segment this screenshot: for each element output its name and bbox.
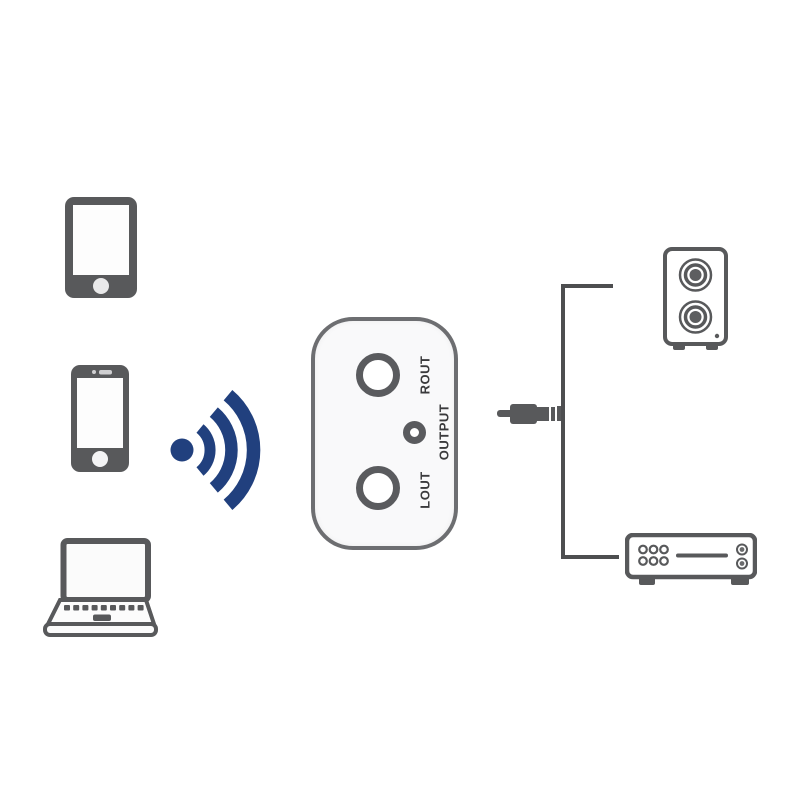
rout-label: ROUT bbox=[417, 355, 433, 395]
plug-barrel bbox=[510, 404, 537, 424]
plug-tip bbox=[497, 410, 512, 417]
tablet-icon bbox=[65, 197, 137, 298]
smartphone-icon bbox=[71, 365, 129, 472]
wireless-signal-icon bbox=[168, 382, 272, 522]
output-label: OUTPUT bbox=[436, 403, 452, 461]
output-jack bbox=[403, 421, 426, 444]
plug-cable-band bbox=[551, 407, 555, 421]
rout-jack bbox=[356, 353, 400, 397]
amplifier-icon bbox=[624, 532, 758, 587]
split-line-to-speaker bbox=[561, 284, 613, 288]
lout-jack bbox=[356, 466, 400, 510]
split-line-vertical bbox=[561, 284, 565, 558]
speaker-icon bbox=[663, 247, 728, 353]
plug-collar bbox=[537, 407, 549, 421]
laptop-icon bbox=[43, 538, 158, 638]
audio-receiver-device: ROUT OUTPUT LOUT bbox=[311, 317, 458, 550]
split-line-to-amplifier bbox=[561, 555, 619, 559]
lout-label: LOUT bbox=[417, 471, 433, 509]
